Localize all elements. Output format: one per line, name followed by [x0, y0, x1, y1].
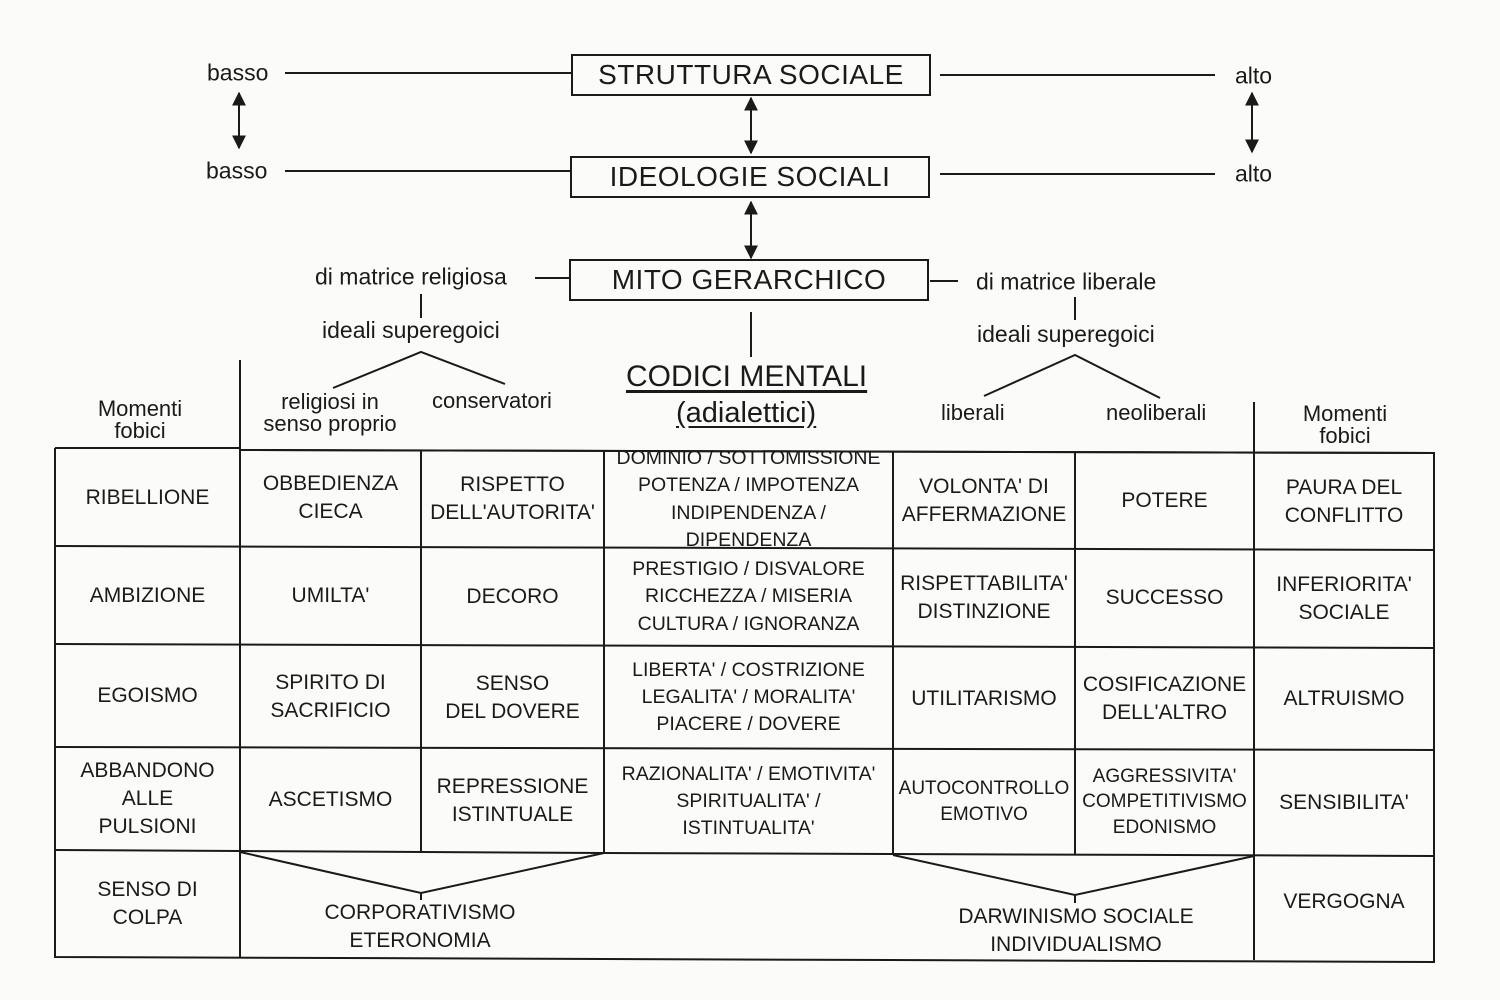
row-line-1: [54, 545, 1435, 551]
header-momenti-fobici-left: Momenti fobici: [97, 396, 183, 443]
header-conservatori: conservatori: [432, 388, 552, 413]
row4-conservatori: REPRESSIONE ISTINTUALE: [436, 774, 589, 826]
row3-religiosi: SPIRITO DI SACRIFICIO: [270, 670, 391, 722]
header-momenti-fobici-right: Momenti fobici: [1302, 401, 1388, 448]
row2-neoliberali: SUCCESSO: [1105, 586, 1224, 610]
row2-momento-left: AMBIZIONE: [89, 583, 206, 607]
row3-conservatori: SENSO DEL DOVERE: [445, 671, 580, 723]
row3-momento-left: EGOISMO: [97, 684, 198, 708]
row-line-4c: [603, 852, 894, 855]
row4-momento-right: SENSIBILITA': [1279, 791, 1409, 815]
ideologie-left-label: basso: [206, 157, 268, 184]
row2-codici: PRESTIGIO / DISVALORE RICCHEZZA / MISERI…: [632, 558, 865, 635]
mito-right-label: di matrice liberale: [976, 268, 1157, 295]
row-line-3: [54, 746, 1435, 751]
struttura-sociale-box: STRUTTURA SOCIALE: [571, 54, 931, 96]
row2-conservatori: DECORO: [466, 584, 559, 608]
struttura-left-label: basso: [207, 59, 269, 86]
row4-neoliberali: AGGRESSIVITA' COMPETITIVISMO EDONISMO: [1082, 766, 1247, 838]
row-line-4d: [892, 853, 1435, 857]
row5-momento-right: VERGOGNA: [1283, 890, 1405, 914]
row3-neoliberali: COSIFICAZIONE DELL'ALTRO: [1082, 672, 1247, 724]
branch-left: [332, 350, 506, 389]
row1-neoliberali: POTERE: [1121, 488, 1208, 512]
row1-momento-right: PAURA DEL CONFLITTO: [1284, 475, 1404, 527]
mito-gerarchico-box: MITO GERARCHICO: [569, 259, 929, 301]
row3-codici: LIBERTA' / COSTRIZIONE LEGALITA' / MORAL…: [632, 658, 865, 736]
row1-liberali: VOLONTA' DI AFFERMAZIONE: [901, 474, 1067, 526]
row1-momento-left: RIBELLIONE: [85, 486, 210, 510]
row4-religiosi: ASCETISMO: [268, 788, 393, 812]
row1-conservatori: RISPETTO DELL'AUTORITA': [430, 472, 595, 524]
row4-codici: RAZIONALITA' / EMOTIVITA' SPIRITUALITA' …: [621, 762, 876, 840]
header-liberali: liberali: [941, 400, 1005, 425]
branch-right: [983, 353, 1161, 399]
header-religiosi: religiosi in senso proprio: [263, 389, 397, 436]
row5-momento-left: SENSO DI COLPA: [97, 878, 198, 929]
row1-religiosi: OBBEDIENZA CIECA: [262, 472, 399, 523]
row4-momento-left: ABBANDONO ALLE PULSIONI: [80, 759, 215, 838]
row4-liberali: AUTOCONTROLLO EMOTIVO: [898, 778, 1070, 825]
bracket-right: [892, 854, 1255, 897]
mito-left-label: di matrice religiosa: [315, 263, 507, 290]
row3-momento-right: ALTRUISMO: [1283, 687, 1405, 711]
ideologie-sociali-box: IDEOLOGIE SOCIALI: [570, 156, 930, 198]
row5-left-summary: CORPORATIVISMO ETERONOMIA: [324, 901, 516, 952]
row-line-4a: [54, 849, 241, 852]
adialettici-subtitle: (adialettici): [676, 397, 817, 429]
codici-mentali-title: CODICI MENTALI: [626, 360, 868, 393]
row3-liberali: UTILITARISMO: [911, 686, 1057, 710]
header-neoliberali: neoliberali: [1106, 400, 1207, 425]
struttura-right-label: alto: [1235, 62, 1273, 89]
ideali-superegoici-right: ideali superegoici: [977, 321, 1155, 347]
ideologie-right-label: alto: [1235, 160, 1273, 187]
row2-religiosi: UMILTA': [291, 583, 370, 607]
row2-liberali: RISPETTABILITA' DISTINZIONE: [900, 572, 1068, 623]
row1-codici: DOMINIO / SOTTOMISSIONE POTENZA / IMPOTE…: [616, 446, 881, 551]
row-line-2: [54, 643, 1435, 649]
ideali-superegoici-left: ideali superegoici: [322, 317, 500, 343]
row5-right-summary: DARWINISMO SOCIALE INDIVIDUALISMO: [958, 905, 1194, 956]
row2-momento-right: INFERIORITA' SOCIALE: [1276, 573, 1412, 624]
bracket-left: [239, 851, 605, 895]
